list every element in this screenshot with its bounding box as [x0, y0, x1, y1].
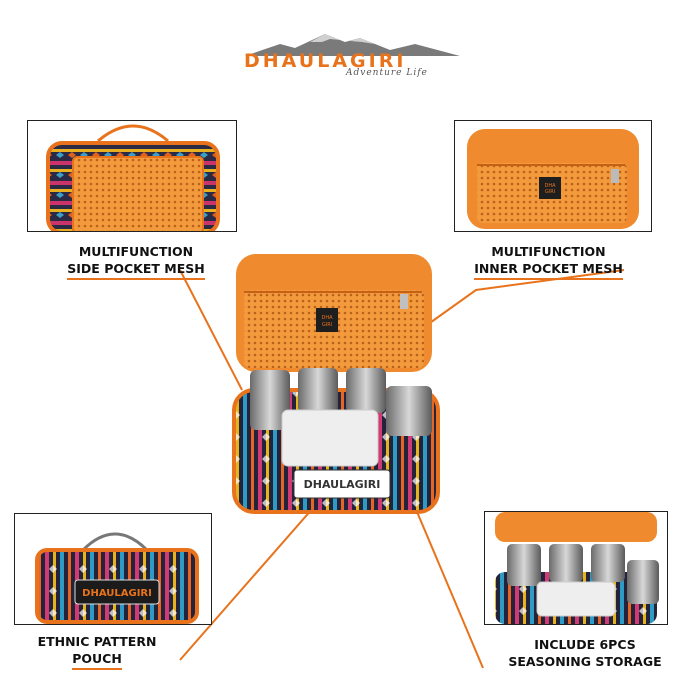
inset-side-pocket [27, 120, 237, 232]
callout-ethnic-pouch-line1: ETHNIC PATTERN [37, 634, 157, 649]
svg-text:GIRI: GIRI [545, 189, 555, 195]
callout-seasoning-storage: INCLUDE 6PCS SEASONING STORAGE [500, 636, 670, 670]
callout-ethnic-pouch: ETHNIC PATTERN POUCH [22, 633, 172, 670]
side-pocket-photo [46, 124, 220, 231]
callout-side-pocket-line1: MULTIFUNCTION [78, 244, 194, 259]
brand-logo [240, 30, 465, 80]
ethnic-pouch-photo: DHAULAGIRI [35, 532, 199, 624]
callout-inner-pocket: MULTIFUNCTION INNER POCKET MESH [456, 243, 641, 280]
inner-pocket-photo: DHA GIRI [467, 129, 639, 229]
brand-name: DHAULAGIRI [244, 50, 407, 72]
callout-seasoning-storage-line1: INCLUDE 6PCS [534, 637, 636, 652]
inset-ethnic-pouch: DHAULAGIRI [14, 513, 212, 625]
svg-text:DHA: DHA [544, 183, 556, 189]
spice-pouch-open-image: DHA GIRI DHAULAGIRI [232, 254, 440, 514]
callout-inner-pocket-line2: INNER POCKET MESH [474, 260, 623, 280]
mountain-logo-icon [245, 34, 460, 56]
callout-side-pocket: MULTIFUNCTION SIDE POCKET MESH [56, 243, 216, 280]
callout-seasoning-storage-line2: SEASONING STORAGE [508, 654, 662, 669]
callout-inner-pocket-line1: MULTIFUNCTION [491, 244, 606, 259]
seasoning-storage-photo [495, 512, 659, 624]
svg-text:DHAULAGIRI: DHAULAGIRI [82, 588, 152, 599]
callout-ethnic-pouch-line2: POUCH [72, 650, 122, 670]
brand-tagline: Adventure Life [346, 68, 428, 78]
inset-seasoning-storage [484, 511, 668, 625]
callout-side-pocket-line2: SIDE POCKET MESH [67, 260, 205, 280]
main-product-photo: DHA GIRI DHAULAGIRI [228, 250, 450, 515]
inset-inner-pocket: DHA GIRI [454, 120, 652, 232]
svg-text:DHAULAGIRI: DHAULAGIRI [304, 478, 381, 491]
svg-text:DHA: DHA [321, 315, 333, 321]
svg-text:GIRI: GIRI [322, 322, 332, 328]
